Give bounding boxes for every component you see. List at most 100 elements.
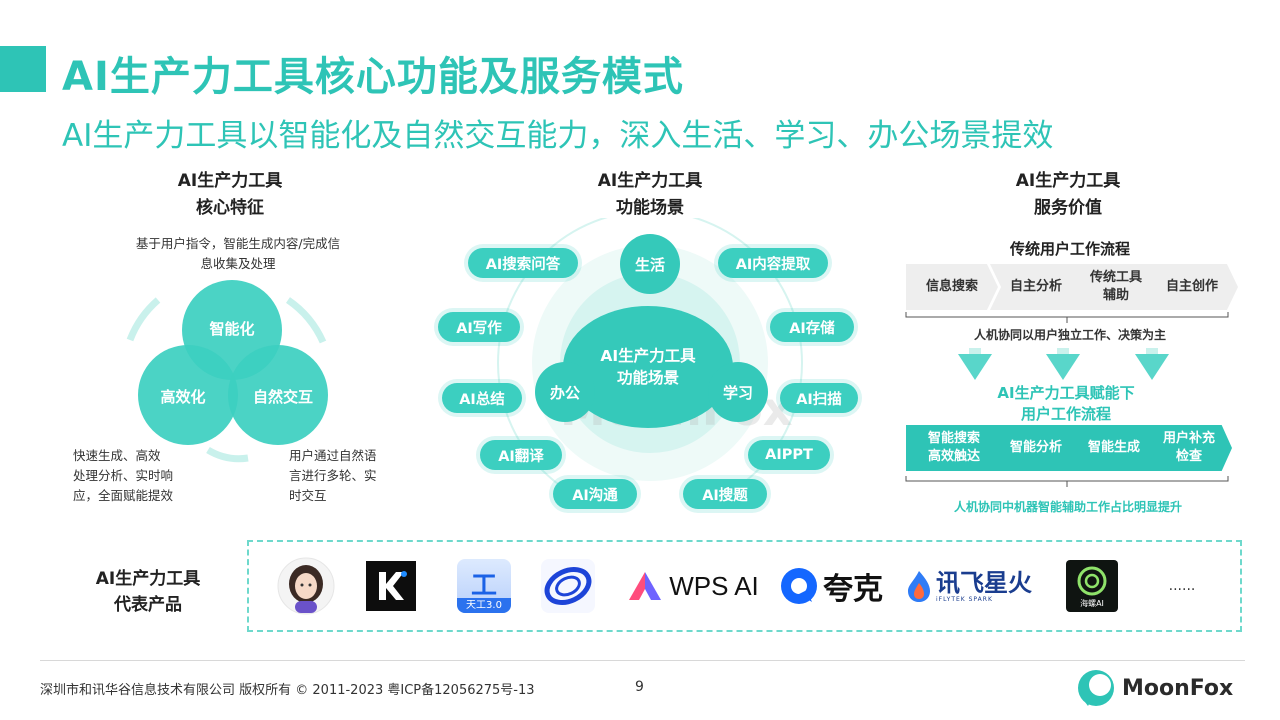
col1-top-desc-line2: 息收集及处理: [200, 256, 276, 271]
col1-top-desc: 基于用户指令，智能生成内容/完成信 息收集及处理: [118, 234, 358, 274]
flame-icon: [908, 571, 930, 602]
col1-left-desc: 快速生成、高效 处理分析、实时响 应，全面赋能提效: [73, 446, 203, 506]
k-logo-icon: [366, 561, 416, 611]
product-hailuo: 海螺AI: [1065, 558, 1119, 614]
pill-writing: AI写作: [438, 312, 520, 342]
traditional-step-4: 自主创作: [1146, 264, 1238, 310]
scene-node-life: 生活: [620, 234, 680, 294]
xunfei-subtext: iFLYTEK SPARK: [936, 595, 993, 603]
pill-communicate: AI沟通: [553, 479, 637, 509]
product-xunfei-spark: 讯飞星火 iFLYTEK SPARK: [904, 558, 1034, 614]
pill-search-question: AI搜题: [683, 479, 767, 509]
product-orbit-logo: [540, 558, 596, 614]
quark-text: 夸克: [823, 572, 883, 607]
scene-center-line1: AI生产力工具: [600, 347, 696, 365]
down-arrow-3: [1135, 354, 1169, 380]
hailuo-label: 海螺AI: [1080, 599, 1104, 608]
col1-right-desc-line3: 时交互: [289, 488, 327, 503]
ai-flow-title: AI生产力工具赋能下 用户工作流程: [960, 383, 1172, 425]
col2-heading: AI生产力工具 功能场景: [560, 168, 740, 222]
pill-extract: AI内容提取: [718, 248, 828, 278]
col1-heading: AI生产力工具 核心特征: [140, 168, 320, 222]
ai-flow-title-line2: 用户工作流程: [1020, 405, 1111, 423]
products-label-line2: 代表产品: [114, 595, 182, 615]
footer-divider: [40, 660, 1245, 661]
traditional-note: 人机协同以用户独立工作、决策为主: [973, 328, 1166, 342]
page-title: AI生产力工具核心功能及服务模式: [62, 54, 684, 100]
col2-heading-line1: AI生产力工具: [597, 171, 703, 191]
traditional-step-2: 自主分析: [990, 264, 1082, 310]
pill-search-qa: AI搜索问答: [468, 248, 578, 278]
col1-top-desc-line1: 基于用户指令，智能生成内容/完成信: [135, 236, 341, 251]
product-quark: 夸克: [778, 558, 884, 614]
ai-flow-title-line1: AI生产力工具赋能下: [997, 384, 1135, 402]
traditional-step-1: 信息搜索: [906, 264, 998, 310]
venn-circle-efficient: [138, 345, 238, 445]
pill-summary: AI总结: [442, 383, 522, 413]
pill-scan: AI扫描: [780, 383, 858, 413]
footer-copyright: 深圳市和讯华谷信息技术有限公司 版权所有 © 2011-2023 粤ICP备12…: [40, 683, 535, 698]
col1-right-desc-line1: 用户通过自然语: [289, 448, 377, 463]
ai-step-1: 智能搜索 高效触达: [906, 425, 1002, 471]
arrow-stem-3: [1146, 348, 1158, 358]
down-arrow-1: [958, 354, 992, 380]
scene-node-study: 学习: [708, 362, 768, 422]
quark-icon: [781, 568, 817, 604]
tiangong-icon: 工 天工3.0: [457, 559, 511, 613]
col1-heading-line2: 核心特征: [196, 198, 264, 218]
scene-center-line2: 功能场景: [616, 369, 679, 387]
products-label: AI生产力工具 代表产品: [78, 566, 218, 618]
ai-step-2: 智能分析: [990, 425, 1082, 471]
product-kimi-logo: [366, 558, 416, 614]
col3-heading-line2: 服务价值: [1034, 198, 1102, 218]
footer-brand: MoonFox: [1076, 668, 1233, 708]
product-avatar-logo: [276, 557, 336, 615]
ai-note: 人机协同中机器智能辅助工作占比明显提升: [953, 500, 1182, 514]
ai-step-4: 用户补充 检查: [1146, 425, 1232, 471]
product-wps-ai: WPS AI: [626, 558, 760, 614]
scene-center-node: AI生产力工具 功能场景: [563, 306, 733, 428]
hailuo-icon: 海螺AI: [1066, 560, 1118, 612]
products-label-line1: AI生产力工具: [95, 569, 201, 589]
products-more: ......: [1168, 578, 1196, 594]
ai-step-3: 智能生成: [1068, 425, 1160, 471]
venn-label-natural: 自然交互: [252, 388, 313, 406]
arrow-stem-2: [1057, 348, 1069, 358]
avatar-icon: [277, 557, 335, 615]
col2-heading-line2: 功能场景: [616, 198, 684, 218]
venn-circle-natural: [228, 345, 328, 445]
pill-translate: AI翻译: [480, 440, 562, 470]
venn-label-efficient: 高效化: [160, 388, 206, 406]
ai-bracket: [905, 476, 1229, 487]
product-tiangong-logo: 工 天工3.0: [456, 558, 512, 614]
col3-heading-line1: AI生产力工具: [1015, 171, 1121, 191]
venn-cycle-arrows: [126, 297, 327, 463]
arrow-stem-1: [969, 348, 981, 358]
col1-left-desc-line3: 应，全面赋能提效: [73, 488, 174, 503]
down-arrow-2: [1046, 354, 1080, 380]
page-number: 9: [635, 679, 644, 695]
products-box: [247, 540, 1242, 632]
col1-right-desc-line2: 言进行多轮、实: [289, 468, 377, 483]
pill-storage: AI存储: [770, 312, 854, 342]
wps-ai-icon: [629, 572, 662, 600]
col1-right-desc: 用户通过自然语 言进行多轮、实 时交互: [289, 446, 409, 506]
tiangong-label: 天工3.0: [457, 598, 511, 613]
wps-ai-text: WPS AI: [669, 570, 759, 601]
traditional-title: 传统用户工作流程: [1009, 240, 1130, 258]
col1-heading-line1: AI生产力工具: [177, 171, 283, 191]
moonfox-logo-icon: [1078, 670, 1114, 706]
col1-left-desc-line2: 处理分析、实时响: [73, 468, 174, 483]
title-accent-bar: [0, 46, 46, 92]
moonfox-brand-text: MoonFox: [1122, 675, 1234, 701]
pill-ppt: AIPPT: [748, 440, 830, 470]
page-subtitle: AI生产力工具以智能化及自然交互能力，深入生活、学习、办公场景提效: [62, 118, 1054, 154]
xunfei-text: 讯飞星火: [936, 568, 1032, 597]
col3-heading: AI生产力工具 服务价值: [978, 168, 1158, 222]
venn-label-smart: 智能化: [209, 320, 255, 338]
spiral-icon: [1077, 566, 1107, 596]
scene-node-office: 办公: [535, 362, 595, 422]
orbit-icon: [541, 559, 595, 613]
col1-left-desc-line1: 快速生成、高效: [73, 448, 161, 463]
